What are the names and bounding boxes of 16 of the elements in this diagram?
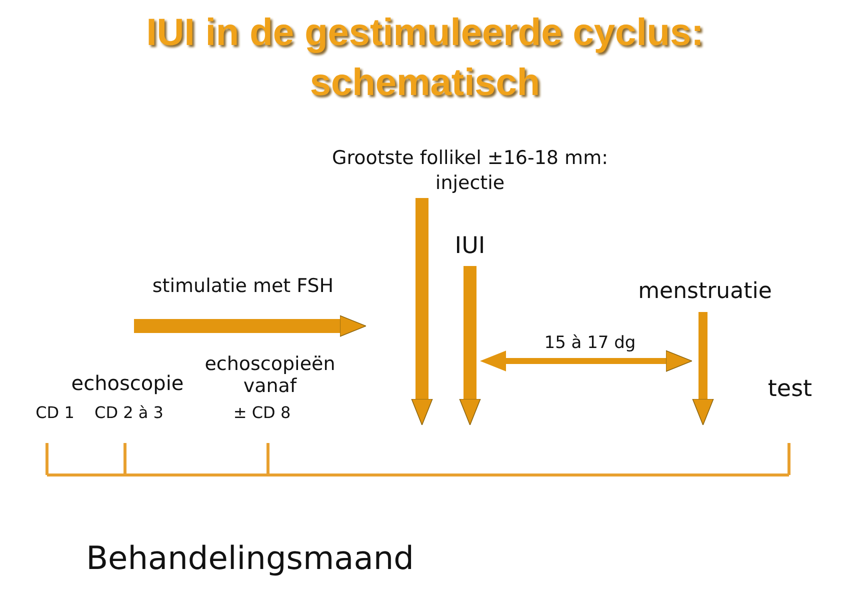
down-arrow	[411, 198, 433, 426]
text-label: stimulatie met FSH	[151, 276, 335, 298]
text-label: ± CD 8	[232, 404, 292, 422]
text-label: test	[766, 376, 814, 402]
event-label: menstruatie	[615, 278, 795, 307]
text-label: echoscopieën vanaf	[204, 354, 336, 398]
down-arrow	[692, 312, 714, 426]
text-label: 15 à 17 dg	[543, 334, 637, 354]
text-label: Behandelingsmaand	[85, 540, 415, 577]
title: IUI in de gestimuleerde cyclus: schematisch	[145, 11, 705, 106]
down-arrow	[459, 266, 481, 426]
text-label: CD 2 à 3	[94, 404, 164, 422]
text-label: CD 1	[34, 404, 76, 422]
event-label: Grootste follikel ±16-18 mm: injectie	[305, 146, 635, 196]
text-label: echoscopie	[70, 372, 185, 395]
event-label: IUI	[440, 232, 500, 262]
